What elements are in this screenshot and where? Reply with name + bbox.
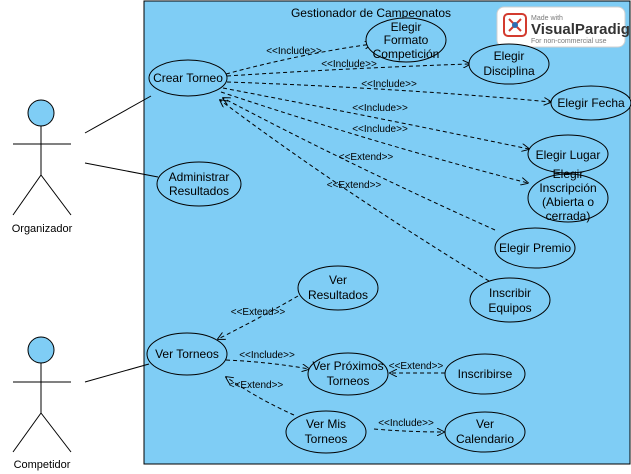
use-case-label: Elegir [494,49,525,63]
association-organizador-crear-torneo [84,95,152,134]
use-case-label: Inscribir [489,286,531,300]
relation-label: <<Include>> [378,418,434,429]
use-case-elegir-formato[interactable]: Elegir Formato Competición [365,17,447,63]
use-case-label: Elegir Fecha [557,96,625,110]
use-case-elegir-fecha[interactable]: Elegir Fecha [550,85,631,121]
watermark-made-with: Made with [531,15,563,22]
use-case-ver-calendario[interactable]: Ver Calendario [444,411,526,453]
watermark-brand-b: Paradigm [575,21,631,38]
association-competidor-ver-torneos [84,363,150,383]
use-case-elegir-inscripcion[interactable]: Elegir Inscripción (Abierta o cerrada) [527,167,609,223]
use-case-label: Resultados [169,184,229,198]
use-case-elegir-premio[interactable]: Elegir Premio [494,227,576,269]
relation-include-elegir-lugar [222,87,529,149]
relation-include-elegir-formato [225,44,372,75]
relation-include-ver-calendario [373,429,444,432]
use-case-label: cerrada) [546,209,591,223]
use-case-elegir-lugar[interactable]: Elegir Lugar [527,134,609,174]
use-case-label: Inscribirse [458,367,513,381]
use-case-label: Elegir Premio [499,241,571,255]
use-case-label: Elegir [391,20,422,34]
use-case-label: Ver [476,417,494,431]
use-case-label: Ver Próximos [312,359,383,373]
actor-head [27,336,55,364]
use-case-label: Administrar [169,170,230,184]
actor-organizador[interactable]: Organizador [12,99,73,235]
relation-label: <<Include>> [352,103,408,114]
relation-include-elegir-inscripcion [220,91,528,183]
use-case-label: Disciplina [483,64,535,78]
use-case-label: Torneos [327,374,370,388]
visual-paradigm-watermark: Made with VisualParadigm For non-commerc… [496,6,631,48]
use-case-label: Inscripción [539,181,596,195]
watermark-brand-a: Visual [531,21,575,38]
use-case-label: Formato [384,33,429,47]
use-case-inscribir-equipos[interactable]: Inscribir Equipos [469,277,551,323]
use-case-inscribirse[interactable]: Inscribirse [444,353,526,395]
relation-extend-ver-mis-torneos [226,377,295,416]
use-case-label: Calendario [456,432,514,446]
relation-label: <<Extend>> [389,361,444,372]
relation-label: <<Include>> [321,59,377,70]
actor-competidor[interactable]: Competidor [12,336,72,471]
use-case-label: Ver [329,273,347,287]
use-case-label: Crear Torneo [153,71,223,85]
relation-label: <<Include>> [352,124,408,135]
use-case-label: Ver Torneos [155,347,219,361]
visual-paradigm-logo-icon [503,13,527,37]
use-case-elegir-disciplina[interactable]: Elegir Disciplina [468,43,550,85]
use-case-ver-mis-torneos[interactable]: Ver Mis Torneos [285,410,367,454]
actor-label: Competidor [14,459,71,471]
actor-label: Organizador [12,223,73,235]
use-case-label: Elegir [553,167,584,181]
relation-include-ver-proximos [225,359,309,369]
use-case-ver-proximos-torneos[interactable]: Ver Próximos Torneos [307,352,389,396]
use-case-label: Equipos [488,301,531,315]
relation-label: <<Include>> [266,46,322,57]
relation-label: <<Include>> [361,79,417,90]
use-case-label: Ver Mis [306,417,346,431]
watermark-note: For non-commercial use [531,38,607,45]
use-case-ver-torneos[interactable]: Ver Torneos [146,332,228,376]
relation-extend-inscribir-equipos [220,100,490,282]
use-case-label: (Abierta o [542,195,594,209]
relation-extend-ver-resultados [218,295,299,339]
relation-include-elegir-fecha [226,81,551,102]
use-case-label: Torneos [305,432,348,446]
use-case-label: Competición [373,47,440,61]
system-title: Gestionador de Campeonatos [291,6,451,20]
association-organizador-administrar-resultados [84,162,159,178]
use-case-ver-resultados[interactable]: Ver Resultados [297,265,379,311]
actor-head [27,99,55,127]
relation-label: <<Extend>> [327,180,382,191]
use-case-label: Resultados [308,288,368,302]
relation-extend-elegir-premio [223,98,496,231]
use-case-label: Elegir Lugar [536,148,601,162]
relation-label: <<Extend>> [231,307,286,318]
watermark-brand: VisualParadigm [531,21,631,38]
use-case-administrar-resultados[interactable]: Administrar Resultados [156,161,242,207]
relation-include-elegir-disciplina [226,64,470,77]
use-case-crear-torneo[interactable]: Crear Torneo [148,59,228,97]
relation-label: <<Include>> [239,350,295,361]
relation-label: <<Extend>> [339,152,394,163]
relation-label: <<Extend>> [229,380,284,391]
relations: <<Include>> <<Include>> <<Include>> <<In… [218,44,551,432]
